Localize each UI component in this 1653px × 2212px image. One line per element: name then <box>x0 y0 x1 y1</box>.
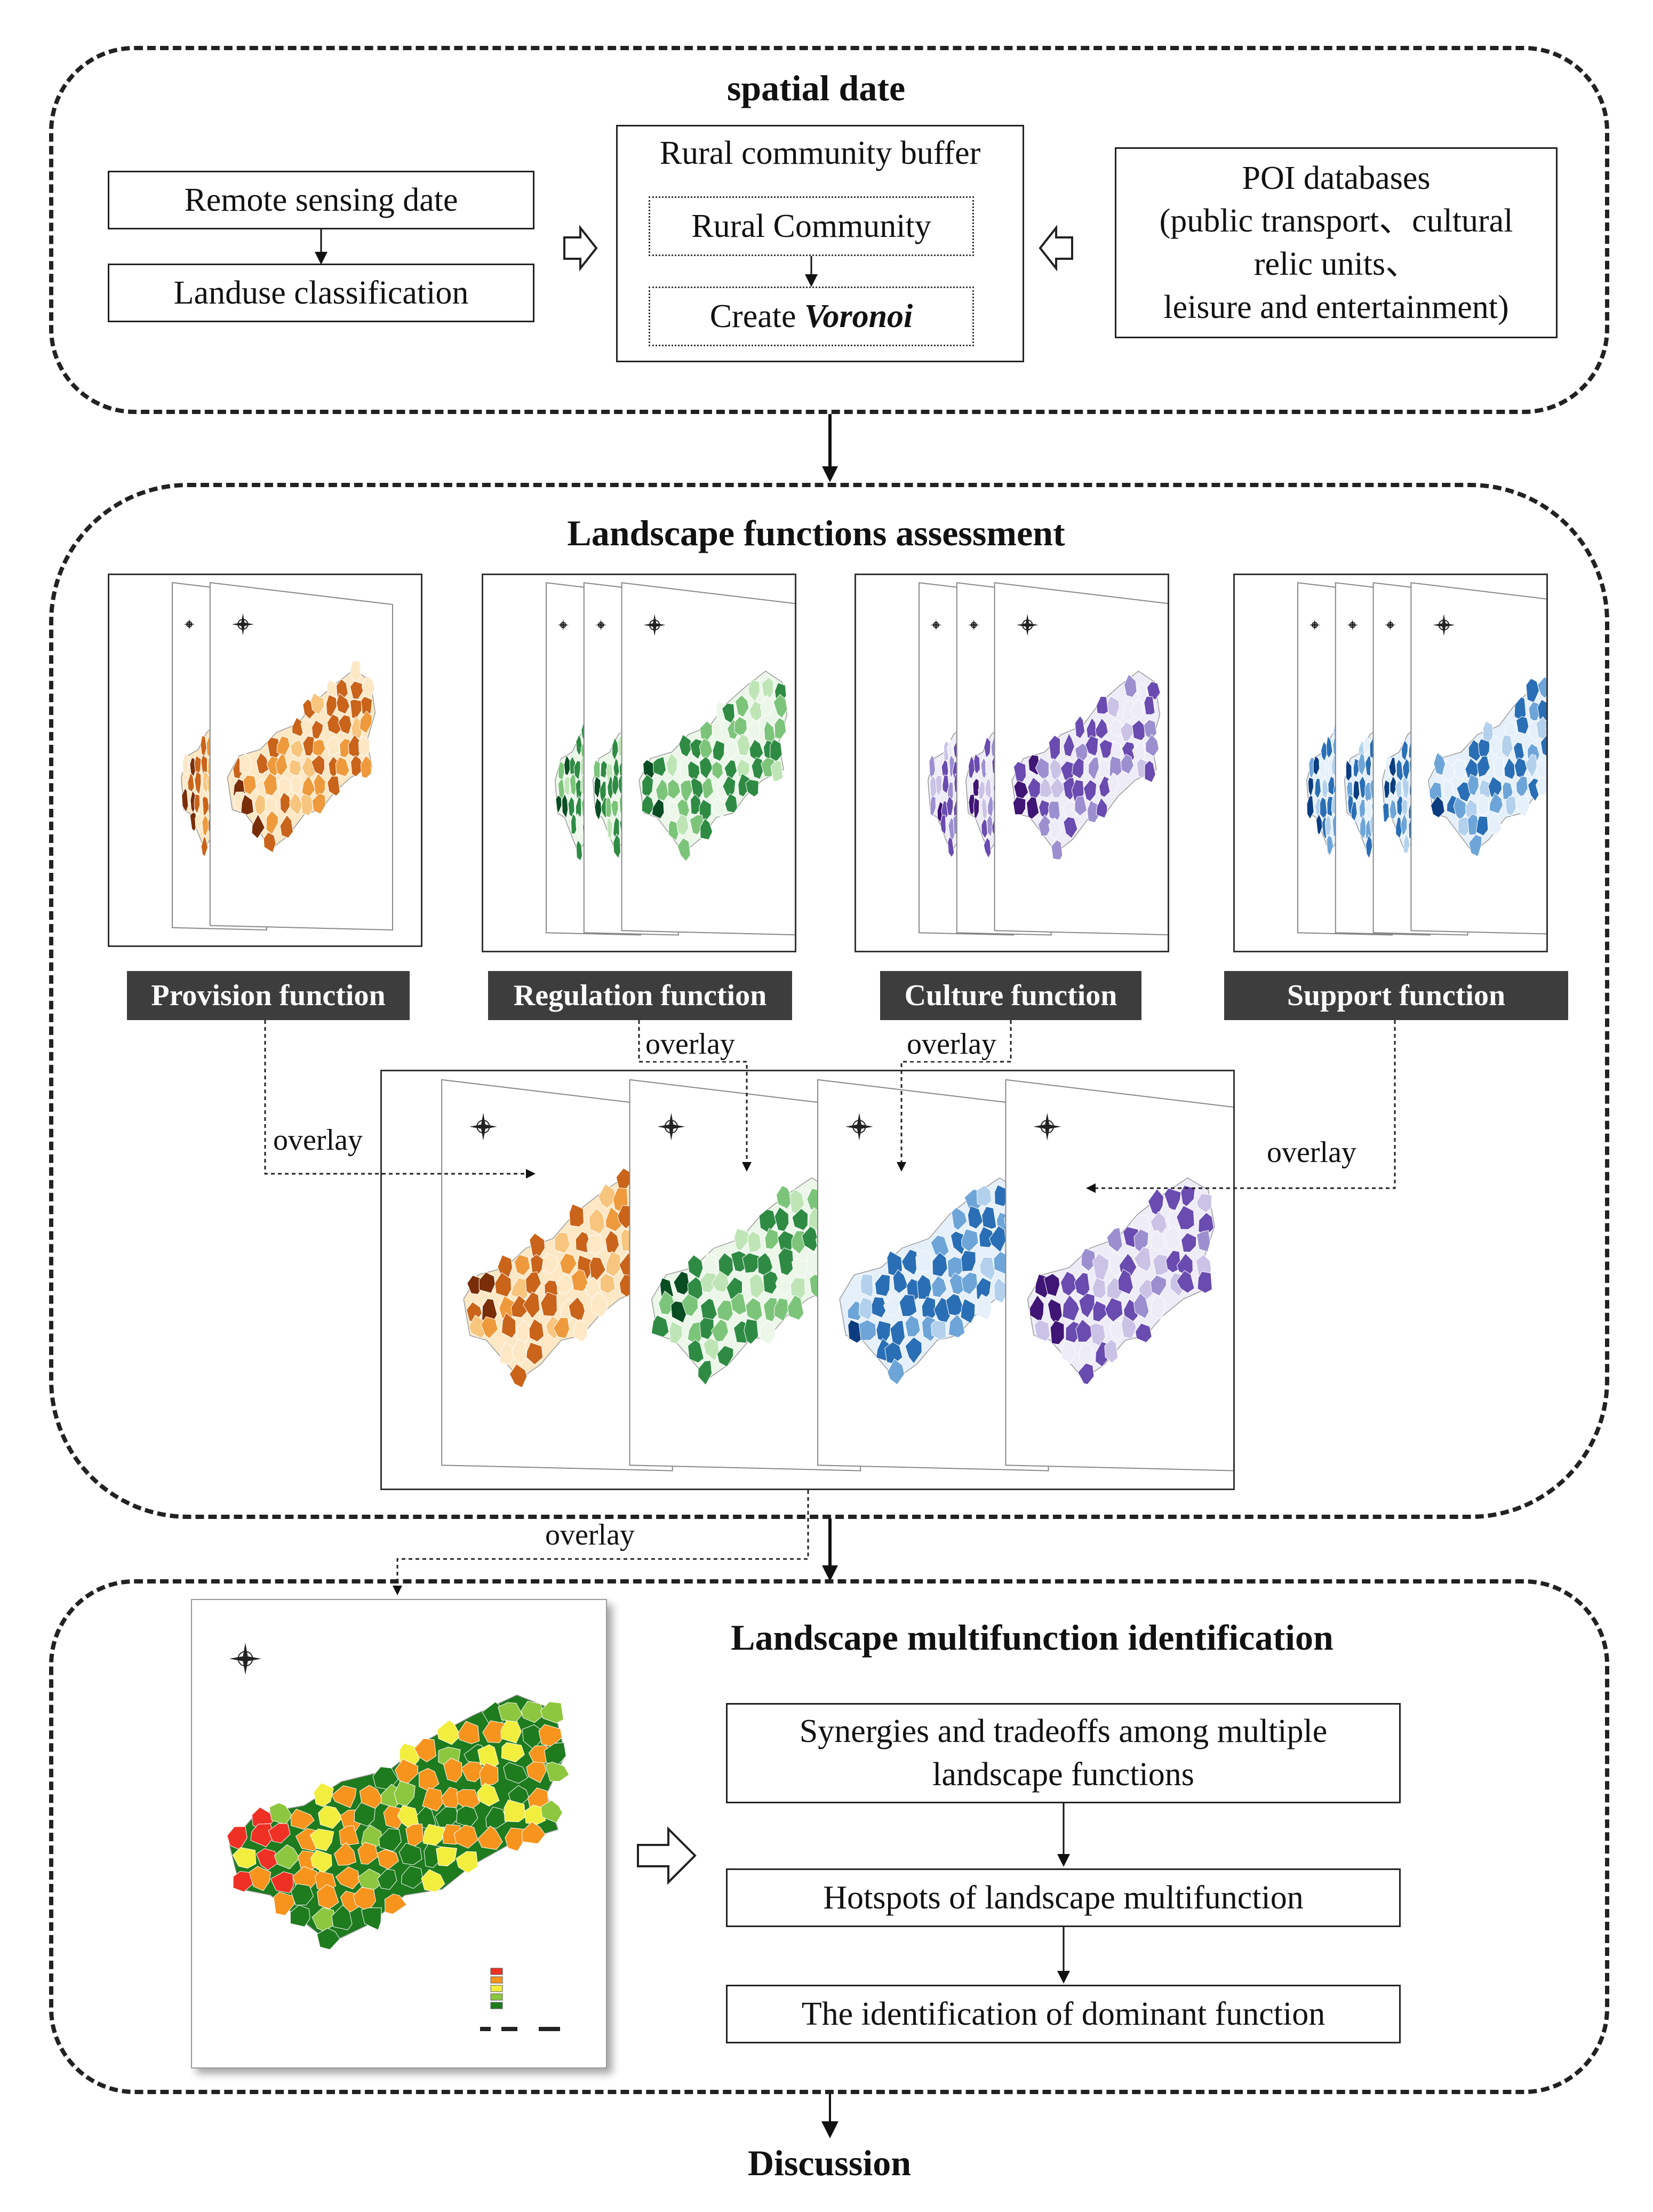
compass-icon <box>1384 619 1396 631</box>
remote-sensing-box: Remote sensing date <box>108 171 534 229</box>
overlay-label-regulation: overlay <box>645 1027 735 1061</box>
culture-function-label: Culture function <box>880 971 1141 1020</box>
identification-section-title: Landscape multifunction identification <box>731 1617 1333 1658</box>
buffer-title: Rural community buffer <box>659 135 981 171</box>
provision-maps-frame <box>108 574 422 947</box>
overlay-label-combined: overlay <box>545 1518 635 1551</box>
compass-icon <box>557 619 569 631</box>
multifunction-map <box>227 1643 570 2031</box>
voronoi-label: Voronoi <box>804 298 913 335</box>
multifunction-map-frame <box>191 1599 607 2068</box>
assessment-section <box>49 483 1609 1519</box>
identification-section <box>49 1579 1609 2094</box>
create-voronoi-box: Create Voronoi <box>649 287 974 346</box>
landuse-box: Landuse classification <box>108 264 534 322</box>
compass-icon <box>968 619 980 631</box>
compass-icon <box>1016 614 1039 636</box>
overlay-label-support: overlay <box>1267 1135 1356 1169</box>
dominant-function-box: The identification of dominant function <box>726 1985 1401 2043</box>
discussion-title: Discussion <box>747 2143 912 2183</box>
compass-icon <box>1033 1112 1061 1141</box>
hollow-arrow-left-icon <box>1039 225 1073 272</box>
poi-line-3: relic units、 <box>1253 246 1419 282</box>
assessment-section-title: Landscape functions assessment <box>567 513 1065 553</box>
spatial-data-section <box>49 46 1609 414</box>
regulation-map-stack <box>546 582 795 936</box>
regulation-maps-frame <box>482 574 796 952</box>
provision-map-stack <box>172 582 393 931</box>
synergies-line-2: landscape functions <box>932 1756 1194 1793</box>
compass-icon <box>1347 619 1359 631</box>
support-function-label: Support function <box>1224 971 1568 1020</box>
poi-line-1: POI databases <box>1242 160 1431 196</box>
culture-map-stack <box>919 582 1168 936</box>
support-map-stack <box>1297 582 1546 936</box>
compass-icon <box>845 1112 873 1141</box>
rural-community-box: Rural Community <box>649 196 974 256</box>
overlay-map-stack <box>441 1079 1233 1471</box>
poi-databases-box: POI databases (public transport、cultural… <box>1115 147 1558 338</box>
poi-line-4: leisure and entertainment) <box>1163 289 1509 325</box>
compass-icon <box>1433 614 1455 636</box>
overlay-label-culture: overlay <box>907 1027 996 1061</box>
support-maps-frame <box>1233 574 1548 952</box>
compass-icon <box>930 619 942 631</box>
hollow-arrow-right-icon <box>563 225 598 272</box>
compass-icon <box>643 614 666 636</box>
overlay-maps-frame <box>380 1070 1235 1490</box>
hotspots-box: Hotspots of landscape multifunction <box>726 1868 1401 1927</box>
spatial-section-title: spatial date <box>726 68 906 108</box>
synergies-line-1: Synergies and tradeoffs among multiple <box>799 1713 1328 1750</box>
compass-icon <box>657 1112 685 1141</box>
overlay-label-provision: overlay <box>273 1124 363 1157</box>
regulation-function-label: Regulation function <box>488 971 792 1020</box>
compass-icon <box>231 613 254 635</box>
synergies-box: Synergies and tradeoffs among multiple l… <box>726 1703 1401 1803</box>
provision-function-label: Provision function <box>127 971 410 1020</box>
poi-line-2: (public transport、cultural <box>1159 203 1513 240</box>
compass-icon <box>595 619 607 631</box>
hollow-arrow-right-icon <box>637 1826 697 1885</box>
culture-maps-frame <box>855 574 1169 952</box>
compass-icon <box>1309 619 1321 631</box>
create-label: Create <box>709 298 796 335</box>
compass-icon <box>183 618 195 630</box>
compass-icon <box>469 1112 497 1141</box>
